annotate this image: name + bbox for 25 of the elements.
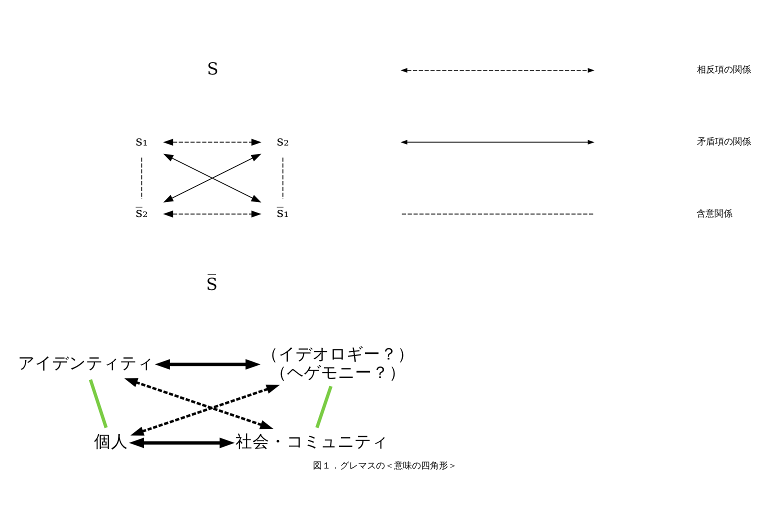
node-text: （イデオロギー？） （ヘゲモニー？） [262, 344, 415, 382]
node-text: 社会・コミュニティ [236, 432, 389, 452]
arrow [163, 138, 262, 146]
label: S [207, 58, 218, 79]
node-text: 個人 [94, 432, 128, 452]
legend-label: 含意関係 [696, 208, 733, 220]
caption: 図１．グレマスの＜意味の四角形＞ [313, 460, 457, 472]
node-text: s̅₂ [136, 206, 148, 222]
arrow [124, 378, 274, 430]
arrow [128, 438, 235, 448]
arrow [154, 359, 261, 370]
arrow [163, 210, 262, 218]
connector [282, 157, 284, 200]
node-text: s₁ [136, 134, 148, 150]
label: S̅ [206, 274, 218, 294]
node-text: s̅₁ [276, 206, 289, 222]
legend-label: 相反項の関係 [696, 64, 751, 76]
connector [88, 379, 108, 428]
node-text: アイデンティティ [18, 354, 154, 373]
arrow [130, 384, 280, 436]
arrow [163, 154, 262, 203]
connector [141, 157, 142, 200]
legend-label: 矛盾項の関係 [696, 136, 751, 148]
node-text: s₂ [276, 134, 289, 150]
connector [315, 386, 333, 428]
